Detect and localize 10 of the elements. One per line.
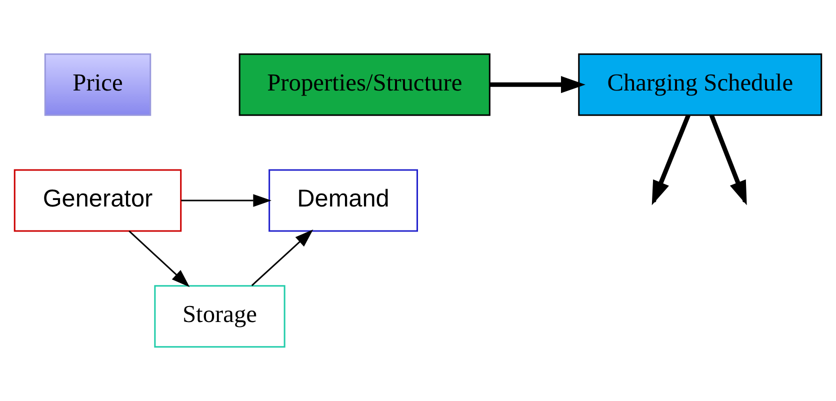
node-box: Properties/Structure bbox=[238, 53, 490, 116]
node-box: Price bbox=[44, 53, 152, 116]
node-box: Generator bbox=[14, 169, 182, 232]
arrow bbox=[490, 76, 586, 94]
arrow bbox=[128, 230, 190, 288]
node-box: Storage bbox=[154, 285, 286, 348]
node-box: Charging Schedule bbox=[578, 53, 822, 116]
arrow bbox=[181, 194, 272, 207]
arrow bbox=[251, 230, 314, 286]
node-box: Demand bbox=[268, 169, 418, 232]
